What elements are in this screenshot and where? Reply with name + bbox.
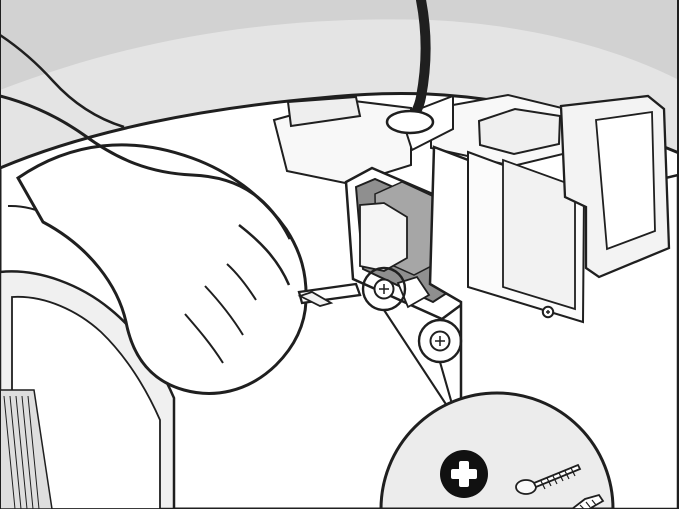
lower-clip bbox=[396, 275, 431, 309]
thumb-line bbox=[238, 224, 291, 286]
gloved-hand bbox=[16, 143, 308, 395]
side-plate bbox=[359, 202, 408, 272]
right-highlight-screw-cross bbox=[435, 336, 445, 346]
right-cover-inset bbox=[477, 107, 562, 156]
finger-line-2 bbox=[204, 285, 244, 336]
left-highlight-screw-cross bbox=[379, 284, 389, 294]
forearm-outline bbox=[0, 94, 292, 240]
right-screw-slot bbox=[546, 310, 550, 314]
screw-icon bbox=[515, 463, 582, 495]
rear-right-recess bbox=[595, 110, 656, 251]
left-bristles bbox=[0, 389, 53, 509]
left-cover-inset bbox=[11, 295, 161, 509]
screw-icon bbox=[570, 493, 605, 509]
right-panel-inset bbox=[502, 158, 576, 311]
finger-line-1 bbox=[226, 263, 257, 301]
callout-line-left bbox=[383, 309, 456, 419]
cable-grommet bbox=[385, 109, 435, 135]
rear-bracket bbox=[286, 95, 362, 128]
sleeve-outline bbox=[0, 33, 125, 129]
plus-icon bbox=[440, 450, 488, 498]
screwdriver-tip bbox=[297, 291, 334, 307]
finger-line-3 bbox=[184, 313, 224, 364]
